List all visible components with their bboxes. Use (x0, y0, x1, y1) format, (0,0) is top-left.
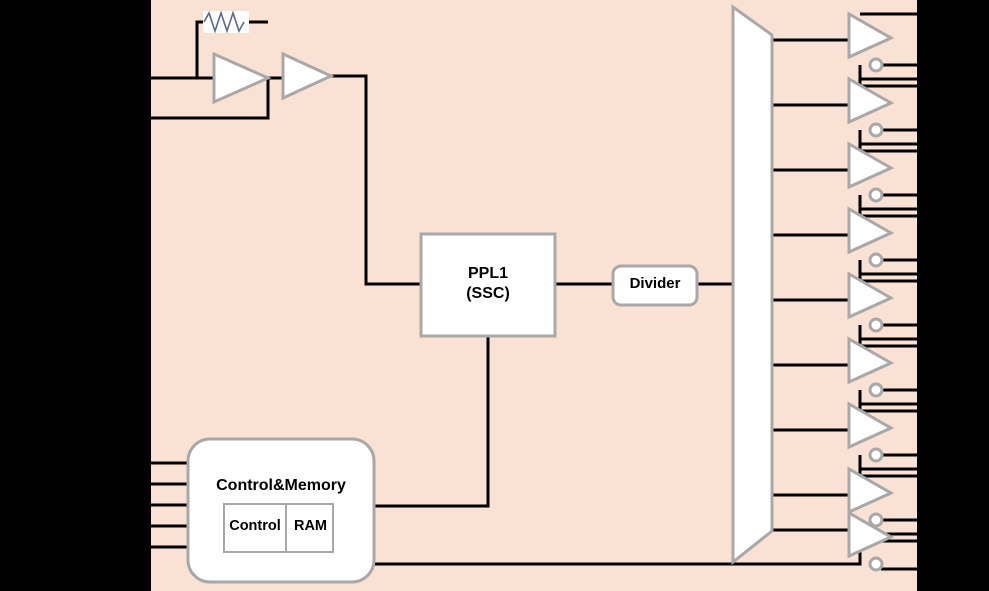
control-sub-block[interactable] (223, 503, 287, 553)
differential-output-buffer-8[interactable] (847, 466, 895, 528)
wire-out-6-n-stub (858, 390, 917, 413)
wire-out-7-n-stub (858, 455, 917, 478)
differential-output-buffer-9[interactable] (847, 510, 895, 572)
feedback-resistor[interactable] (203, 10, 249, 34)
wire-out-5-n-stub (858, 325, 917, 348)
divider-block[interactable] (611, 264, 699, 307)
differential-output-buffer-5[interactable] (847, 271, 895, 333)
wire-pll-control (373, 336, 490, 508)
differential-output-buffer-3[interactable] (847, 141, 895, 203)
differential-output-buffer-7[interactable] (847, 401, 895, 463)
wire-out-4-n-stub (858, 260, 917, 283)
pll-block[interactable] (419, 232, 557, 338)
wire-control-bottom-bus (374, 548, 862, 566)
ram-sub-block[interactable] (285, 503, 334, 553)
wire-inv2-to-pll (331, 74, 421, 286)
differential-output-buffer-2[interactable] (847, 76, 895, 138)
differential-output-buffer-4[interactable] (847, 206, 895, 268)
wire-out-1-n-stub (858, 65, 917, 88)
buffer-inverter[interactable] (281, 51, 335, 101)
fanout-distribution-block[interactable] (731, 4, 774, 566)
output-buffer-group (847, 11, 895, 572)
wire-out-2-n-stub (858, 130, 917, 153)
oscillator-inverter[interactable] (212, 51, 272, 105)
differential-output-buffer-6[interactable] (847, 336, 895, 398)
differential-output-buffer-1[interactable] (847, 11, 895, 73)
wire-xout (151, 78, 270, 120)
wire-out-3-n-stub (858, 195, 917, 218)
